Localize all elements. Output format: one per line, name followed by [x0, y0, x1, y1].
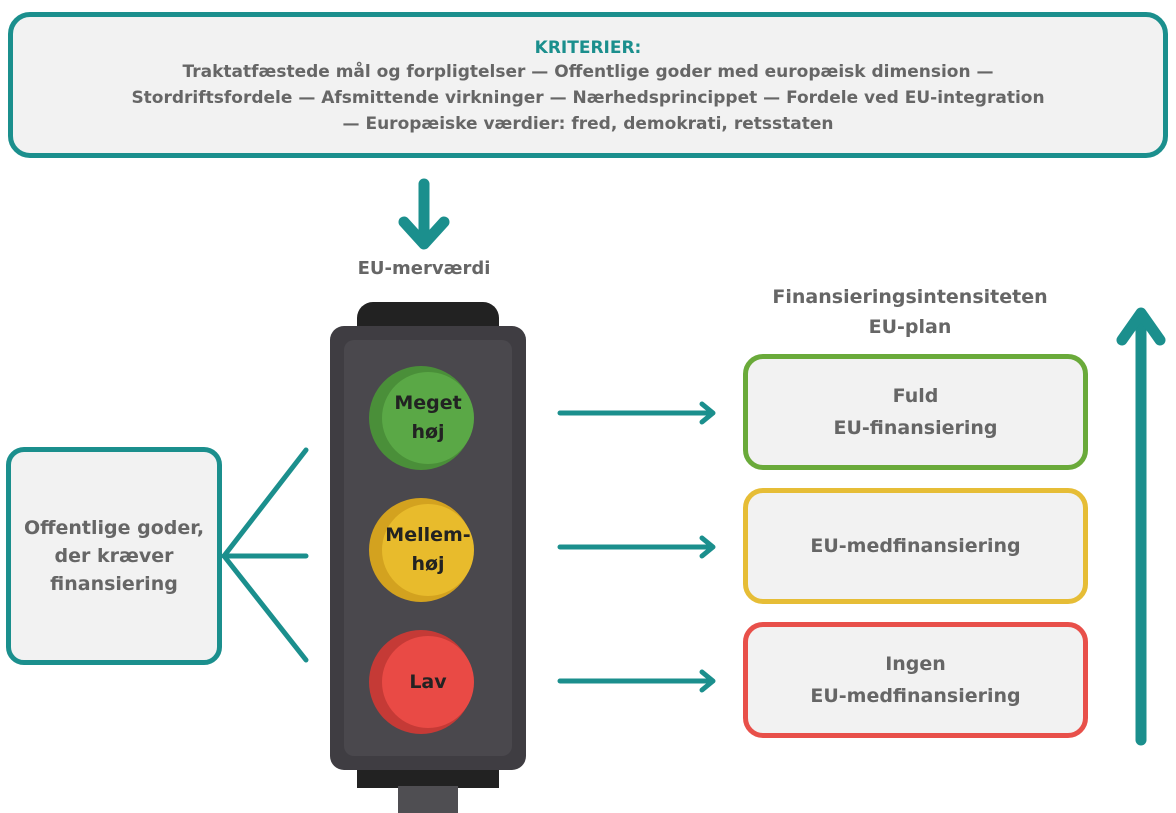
criteria-title: KRITERIER: [534, 38, 642, 58]
arrow-down-icon [398, 178, 450, 250]
public-goods-line-2: der kræver [54, 545, 174, 567]
outcome-co-funding: EU-medfinansiering [743, 488, 1088, 604]
criteria-line-3: — Europæiske værdier: fred, demokrati, r… [342, 114, 834, 134]
public-goods-line-3: finansiering [50, 573, 178, 595]
traffic-light-icon [330, 302, 526, 813]
arrow-right-icon [557, 669, 716, 693]
arrow-right-icon [557, 401, 716, 425]
lamp-green [369, 366, 474, 470]
lamp-label-low-line-1: Lav [409, 671, 447, 693]
outcome-full-funding: Fuld EU-finansiering [743, 354, 1088, 470]
lamp-label-medium: Mellem- høj [366, 521, 490, 579]
lamp-red [369, 630, 474, 734]
eu-added-value-label: EU-merværdi [357, 258, 491, 279]
outcome-full-funding-line-1: Fuld [892, 385, 939, 407]
traffic-light-pole [398, 786, 458, 813]
lamp-label-medium-line-2: høj [411, 553, 445, 575]
outcome-no-co-funding-line-1: Ingen [885, 653, 946, 675]
connector-lines [221, 447, 309, 663]
public-goods-box: Offentlige goder, der kræver finansierin… [6, 447, 222, 665]
lamp-yellow [369, 498, 474, 602]
outcome-full-funding-line-2: EU-finansiering [833, 417, 998, 439]
lamp-label-high-line-1: Meget [394, 392, 462, 414]
intensity-label-line-2: EU-plan [868, 316, 952, 338]
outcome-co-funding-line-1: EU-medfinansiering [810, 535, 1021, 557]
arrow-right-icon [557, 535, 716, 559]
public-goods-line-1: Offentlige goder, [23, 517, 205, 539]
outcome-no-co-funding: Ingen EU-medfinansiering [743, 622, 1088, 738]
criteria-box: KRITERIER: Traktatfæstede mål og forplig… [8, 12, 1168, 158]
intensity-label-line-1: Finansieringsintensiteten [772, 286, 1048, 308]
lamp-label-high-line-2: høj [411, 421, 445, 443]
outcome-no-co-funding-line-2: EU-medfinansiering [810, 685, 1021, 707]
criteria-line-1: Traktatfæstede mål og forpligtelser — Of… [182, 62, 994, 82]
arrow-up-icon [1116, 307, 1166, 746]
intensity-label: Finansieringsintensiteten EU-plan [740, 282, 1080, 342]
criteria-line-2: Stordriftsfordele — Afsmittende virkning… [131, 88, 1045, 108]
lamp-label-medium-line-1: Mellem- [385, 524, 471, 546]
lamp-label-low: Lav [370, 668, 486, 697]
lamp-label-high: Meget høj [370, 389, 486, 447]
